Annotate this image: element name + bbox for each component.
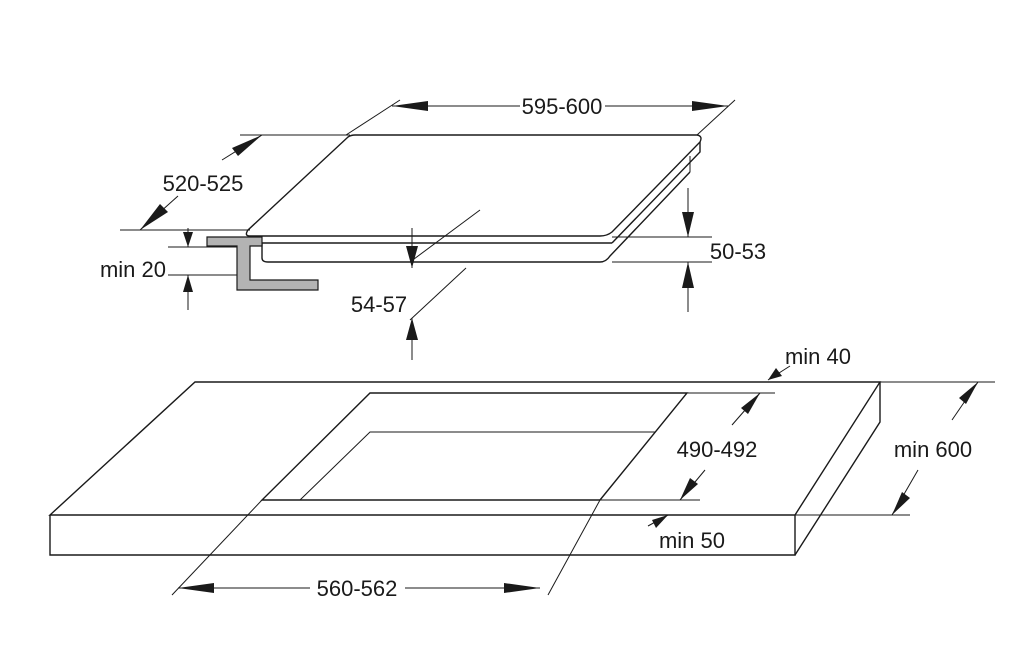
dim-cutout-width: 560-562: [171, 499, 601, 601]
worktop-drawing: [48, 381, 882, 556]
worktop-front-face: [49, 515, 796, 556]
dim-hob-height: 50-53: [612, 188, 766, 312]
dim-hob-width: 595-600: [345, 94, 736, 136]
dim-inset: 54-57: [351, 209, 481, 360]
hob-drawing: [245, 134, 702, 263]
cutout-outline: [260, 392, 689, 501]
cutout-width-label: 560-562: [317, 576, 398, 601]
clearance-label: min 20: [100, 257, 166, 282]
dim-cutout-depth: 490-492: [600, 392, 775, 501]
worktop-side-face: [794, 382, 881, 556]
hob-front-edge: [249, 236, 612, 244]
hob-side-edge: [611, 142, 701, 244]
front-margin-label: min 50: [659, 528, 725, 553]
dim-hob-depth: 520-525: [120, 134, 350, 231]
cutout-depth-label: 490-492: [677, 437, 758, 462]
back-margin-label: min 40: [785, 344, 851, 369]
dim-clearance: min 20: [100, 228, 237, 310]
hob-top-surface: [245, 134, 702, 237]
mounting-bracket: [206, 236, 319, 291]
hob-width-label: 595-600: [522, 94, 603, 119]
dim-back-margin: min 40: [767, 344, 851, 381]
inset-label: 54-57: [351, 292, 407, 317]
worktop-depth-label: min 600: [894, 437, 972, 462]
dim-worktop-depth: min 600: [795, 381, 995, 516]
hob-depth-label: 520-525: [163, 171, 244, 196]
hob-body: [261, 171, 691, 263]
dim-front-margin: min 50: [647, 514, 725, 553]
hob-height-label: 50-53: [710, 239, 766, 264]
cutout-inner-edge: [299, 431, 655, 501]
